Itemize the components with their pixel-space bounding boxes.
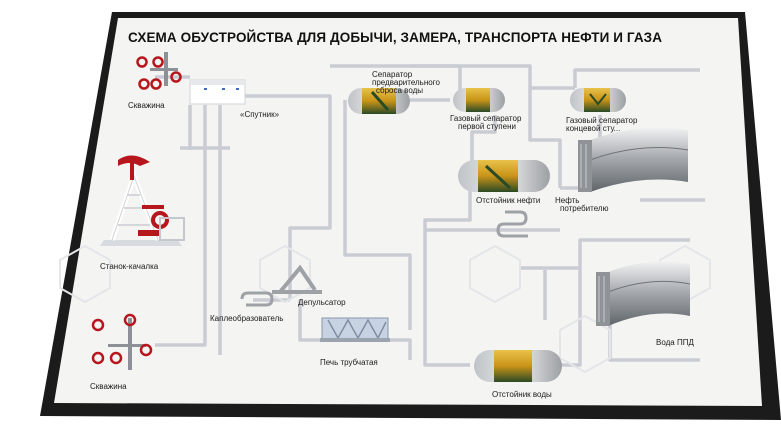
label-tube-furnace: Печь трубчатая [320,358,378,367]
label-drop-former: Каплеобразователь [210,314,284,323]
depulsator [272,264,322,294]
label-water-settler: Отстойник воды [492,390,552,399]
oil-settler-tank [458,160,550,192]
board-face [54,18,762,406]
valve-wheel-icon [109,351,123,365]
valve-wheel-icon [123,313,137,327]
valve-wheel-icon [91,351,105,365]
label-oil-consumer-2: потребителю [560,204,609,213]
gas-separator-final-stage [570,88,626,112]
label-separator-pre-3: сброса воды [376,86,424,95]
label-pump-jack: Станок-качалка [100,262,159,271]
water-storage-tanks [596,261,691,326]
valve-wheel-icon [138,78,150,90]
label-gas-sep-final-2: концевой сту... [566,124,621,133]
label-separator-pre-1: Сепаратор [372,70,413,79]
valve-wheel-icon [139,343,153,357]
valve-wheel-icon [91,318,105,332]
label-oil-settler: Отстойник нефти [476,196,541,205]
pump-jack-assembly [100,155,185,246]
label-depulsator: Депульсатор [298,298,346,307]
separator-pre-discharge [348,88,410,114]
label-well-bottom: Скважина [90,382,127,391]
water-settler-tank [474,350,562,382]
label-gas-sep-first-1: Газовый сепаратор [450,114,522,123]
well-bottom-assembly [91,313,153,370]
label-water-ppd: Вода ППД [656,338,694,347]
tube-furnace [320,317,390,342]
drop-former-coil [240,291,274,307]
label-well-top: Скважина [128,101,165,110]
well-top-assembly [136,52,182,90]
label-separator-pre-2: предварительного [372,78,440,87]
label-sputnik: «Спутник» [240,110,280,119]
label-gas-sep-first-2: первой ступени [458,122,516,131]
label-gas-sep-final-1: Газовый сепаратор [566,116,638,125]
valve-wheel-icon [152,56,164,68]
sputnik-unit [189,79,246,105]
pipelines [155,64,705,367]
diagram-title: СХЕМА ОБУСТРОЙСТВА ДЛЯ ДОБЫЧИ, ЗАМЕРА, Т… [128,30,663,45]
gas-separator-first-stage [453,88,505,112]
heat-coil [496,210,528,238]
valve-wheel-icon [170,71,182,83]
valve-wheel-icon [150,78,162,90]
oil-storage-tanks [578,127,689,192]
valve-wheel-icon [136,56,148,68]
label-oil-consumer-1: Нефть [555,196,580,205]
